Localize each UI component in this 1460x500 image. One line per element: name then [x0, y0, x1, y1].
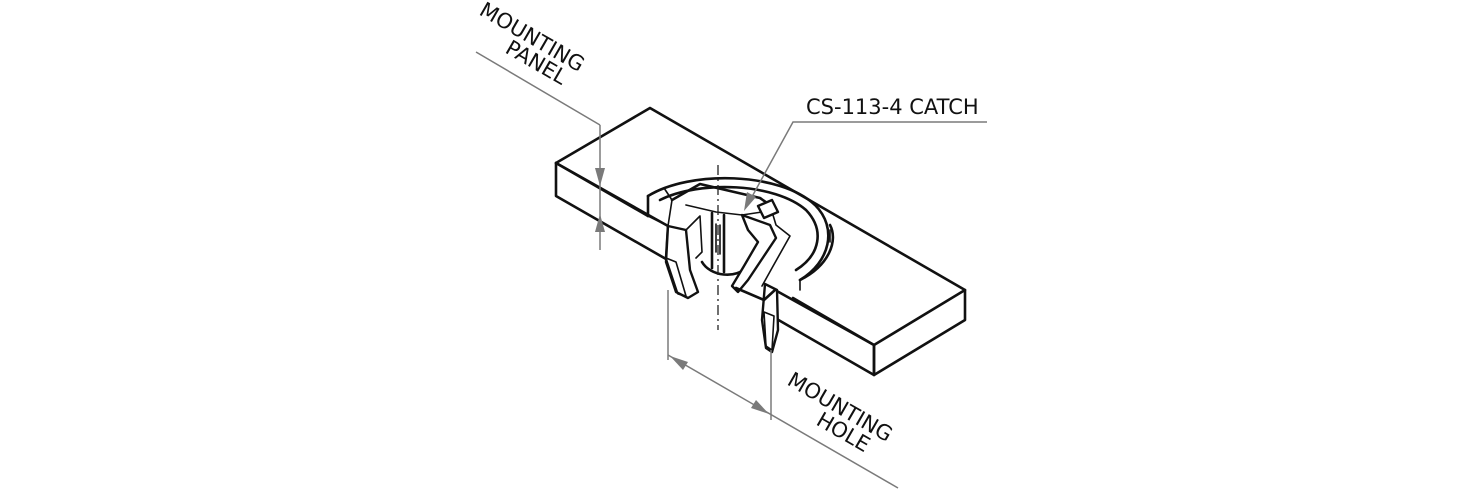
catch-center-column [710, 211, 726, 274]
catch-left-prong-inner [685, 215, 703, 259]
catch-flange-lip [799, 229, 831, 291]
catch-leader-arrow [744, 192, 756, 211]
catch-part-label: CS-113-4 CATCH [806, 95, 979, 119]
hole-dim-arrow-left [670, 356, 688, 370]
catch-right-latch [730, 213, 778, 294]
catch-right-prong-section [763, 311, 775, 351]
panel-thickness-arrow-top [595, 168, 605, 186]
panel-top-edge-left [554, 161, 650, 218]
catch-right-latch-edge [761, 204, 791, 287]
panel-top-edge-right [791, 296, 876, 347]
catch-left-prong [664, 224, 700, 300]
hole-dimension-line [667, 354, 899, 489]
catch-part [646, 176, 835, 354]
catch-callout: CS-113-4 CATCH [744, 95, 987, 211]
panel-right-section-face [773, 288, 876, 377]
catch-right-tab [756, 198, 780, 220]
catch-flange-inner [658, 185, 819, 272]
catch-right-base [734, 286, 777, 302]
catch-left-prong-section [665, 257, 687, 297]
catch-flange-outer [646, 176, 830, 282]
mounting-panel-leader-line [475, 51, 601, 126]
catch-left-flange-section [647, 187, 673, 227]
panel-front-face [872, 288, 967, 377]
catch-inner-wall [670, 182, 772, 207]
panel-thickness-arrow-bottom [595, 214, 605, 232]
hole-dim-arrow-right [751, 400, 769, 414]
catch-leader-line [747, 121, 987, 205]
catch-center-slot [715, 223, 721, 255]
mounting-hole-callout: MOUNTING HOLE [667, 290, 899, 489]
panel-left-section-face [554, 161, 670, 261]
